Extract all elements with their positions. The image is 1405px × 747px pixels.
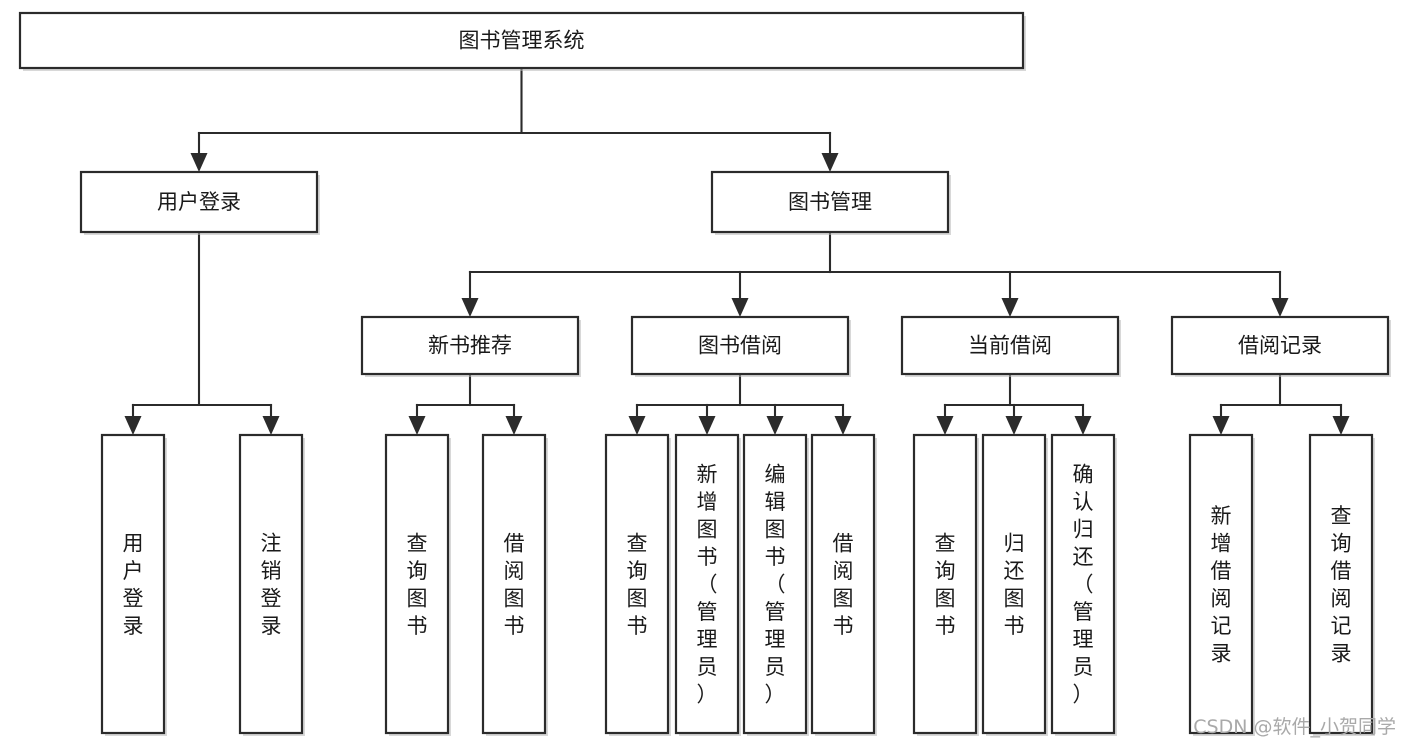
leaf-borrow-book-recommend[interactable]: 借阅图书	[481, 433, 548, 736]
arrow-head-icon	[766, 416, 784, 435]
leaf-add-borrow-record[interactable]: 新增借阅记录	[1188, 433, 1255, 736]
leaf-add-book-admin[interactable]: 新增图书（管理员）	[674, 433, 741, 736]
arrow-head-icon	[731, 298, 749, 317]
leaf-confirm-return-admin-label: 确认归还（管理员）	[1073, 463, 1094, 707]
node-new-book-recommend[interactable]: 新书推荐	[360, 315, 581, 377]
arrow-head-icon	[1005, 416, 1023, 435]
arrow-head-icon	[461, 298, 479, 317]
arrow-head-icon	[1001, 298, 1019, 317]
node-book-management-label: 图书管理	[788, 190, 872, 214]
arrow-head-icon	[936, 416, 954, 435]
arrow-head-icon	[821, 153, 839, 172]
node-book-management[interactable]: 图书管理	[710, 170, 951, 235]
node-root-library-system-label: 图书管理系统	[459, 29, 585, 53]
arrow-head-icon	[834, 416, 852, 435]
leaf-query-borrow-record-label: 查询借阅记录	[1331, 504, 1352, 666]
leaf-user-logout-label: 注销登录	[261, 531, 282, 638]
leaf-query-book-borrow-label: 查询图书	[627, 531, 648, 638]
leaf-query-borrow-record[interactable]: 查询借阅记录	[1308, 433, 1375, 736]
node-layer: 图书管理系统用户登录图书管理新书推荐图书借阅当前借阅借阅记录用户登录注销登录查询…	[18, 11, 1391, 736]
arrow-head-icon	[628, 416, 646, 435]
node-user-login-label: 用户登录	[157, 190, 241, 214]
node-current-borrow[interactable]: 当前借阅	[900, 315, 1121, 377]
leaf-query-book-borrow[interactable]: 查询图书	[604, 433, 671, 736]
arrow-head-icon	[698, 416, 716, 435]
node-new-book-recommend-label: 新书推荐	[428, 334, 512, 358]
leaf-borrow-book-borrow-label: 借阅图书	[833, 531, 854, 638]
leaf-borrow-book-borrow[interactable]: 借阅图书	[810, 433, 877, 736]
leaf-user-login-label: 用户登录	[123, 531, 144, 638]
node-book-borrow-label: 图书借阅	[698, 334, 782, 358]
leaf-query-book-current[interactable]: 查询图书	[912, 433, 979, 736]
node-root-library-system[interactable]: 图书管理系统	[18, 11, 1026, 71]
leaf-return-book[interactable]: 归还图书	[981, 433, 1048, 736]
leaf-edit-book-admin[interactable]: 编辑图书（管理员）	[742, 433, 809, 736]
node-borrow-record[interactable]: 借阅记录	[1170, 315, 1391, 377]
leaf-edit-book-admin-label: 编辑图书（管理员）	[765, 463, 786, 707]
leaf-query-book-recommend[interactable]: 查询图书	[384, 433, 451, 736]
leaf-add-borrow-record-label: 新增借阅记录	[1211, 504, 1232, 666]
leaf-query-book-current-label: 查询图书	[935, 531, 956, 638]
csdn-watermark: CSDN @软件_小贺同学	[1193, 716, 1396, 738]
arrow-head-icon	[1271, 298, 1289, 317]
arrow-head-icon	[1212, 416, 1230, 435]
connector-layer	[124, 66, 1350, 435]
leaf-user-logout[interactable]: 注销登录	[238, 433, 305, 736]
arrow-head-icon	[408, 416, 426, 435]
leaf-query-book-recommend-label: 查询图书	[407, 531, 428, 638]
arrow-head-icon	[190, 153, 208, 172]
arrow-head-icon	[262, 416, 280, 435]
leaf-confirm-return-admin[interactable]: 确认归还（管理员）	[1050, 433, 1117, 736]
node-borrow-record-label: 借阅记录	[1238, 334, 1322, 358]
leaf-add-book-admin-label: 新增图书（管理员）	[697, 463, 718, 707]
arrow-head-icon	[124, 416, 142, 435]
node-book-borrow[interactable]: 图书借阅	[630, 315, 851, 377]
arrow-head-icon	[1332, 416, 1350, 435]
arrow-head-icon	[505, 416, 523, 435]
node-current-borrow-label: 当前借阅	[968, 334, 1052, 358]
leaf-return-book-label: 归还图书	[1004, 531, 1025, 638]
node-user-login[interactable]: 用户登录	[79, 170, 320, 235]
leaf-user-login[interactable]: 用户登录	[100, 433, 167, 736]
arrow-head-icon	[1074, 416, 1092, 435]
leaf-borrow-book-recommend-label: 借阅图书	[504, 531, 525, 638]
